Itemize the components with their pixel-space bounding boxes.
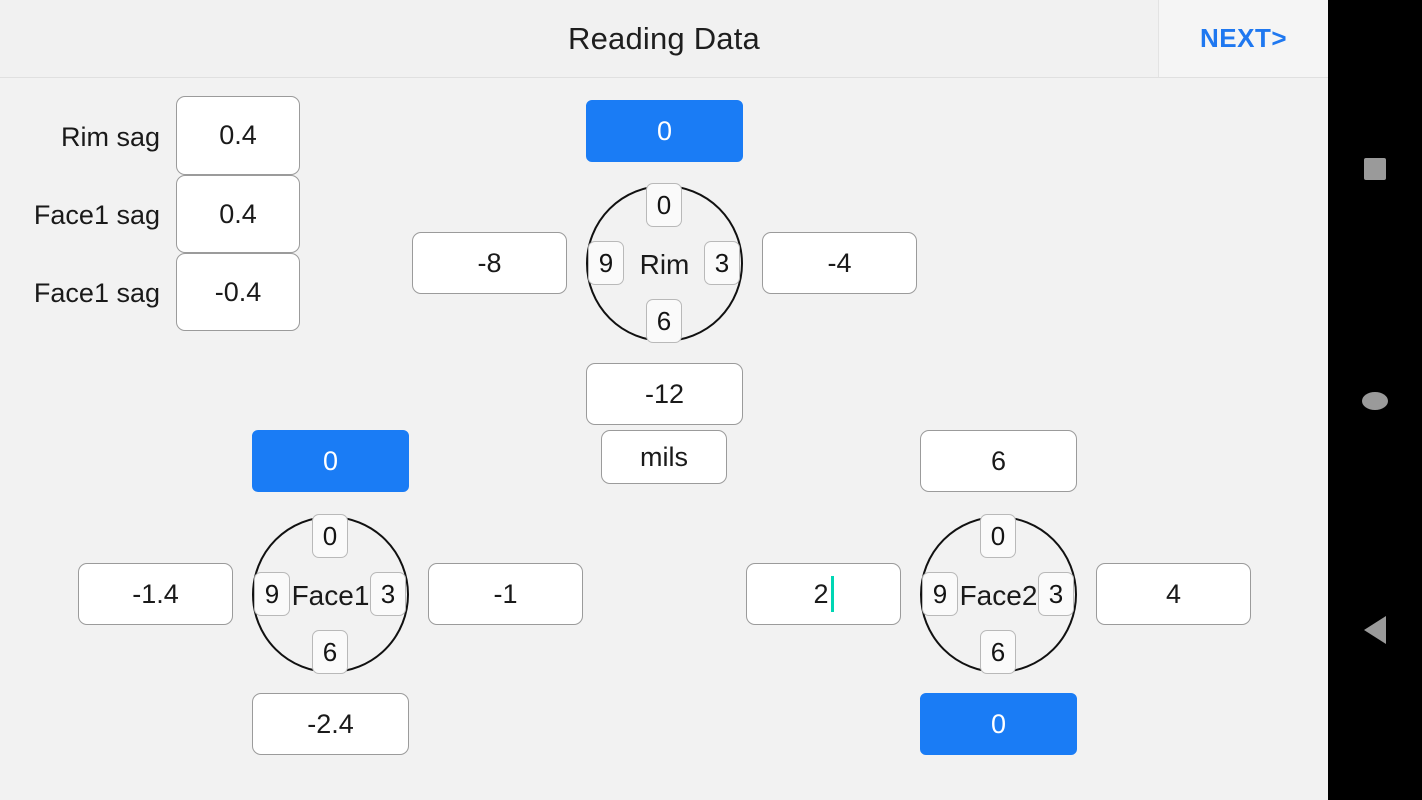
face1-tick-right: 3 bbox=[370, 572, 406, 616]
rim-tick-left: 9 bbox=[588, 241, 624, 285]
face2-top-reading[interactable]: 6 bbox=[920, 430, 1077, 492]
face1-tick-top: 0 bbox=[312, 514, 348, 558]
square-recents-icon[interactable] bbox=[1364, 158, 1386, 180]
rim-top-reading[interactable]: 0 bbox=[586, 100, 743, 162]
face2-tick-top: 0 bbox=[980, 514, 1016, 558]
circle-home-icon[interactable] bbox=[1362, 392, 1388, 410]
next-button[interactable]: NEXT> bbox=[1158, 0, 1328, 77]
face2-bottom-reading[interactable]: 0 bbox=[920, 693, 1077, 755]
face2-left-reading[interactable]: 2 bbox=[746, 563, 901, 625]
face2-tick-bottom: 6 bbox=[980, 630, 1016, 674]
android-navbar bbox=[1328, 0, 1422, 800]
rim-left-reading[interactable]: -8 bbox=[412, 232, 567, 294]
face1-tick-bottom: 6 bbox=[312, 630, 348, 674]
triangle-back-icon[interactable] bbox=[1364, 616, 1386, 644]
face1-sag-input-b[interactable]: -0.4 bbox=[176, 253, 300, 331]
text-caret bbox=[830, 576, 834, 612]
face1-sag-input-a[interactable]: 0.4 bbox=[176, 175, 300, 253]
rim-tick-right: 3 bbox=[704, 241, 740, 285]
units-input[interactable]: mils bbox=[601, 430, 727, 484]
face2-left-reading-value: 2 bbox=[813, 578, 829, 609]
app-header: Reading Data NEXT> bbox=[0, 0, 1328, 78]
rim-tick-bottom: 6 bbox=[646, 299, 682, 343]
rim-tick-top: 0 bbox=[646, 183, 682, 227]
face1-right-reading[interactable]: -1 bbox=[428, 563, 583, 625]
face1-sag-label-a: Face1 sag bbox=[33, 200, 160, 230]
face1-left-reading[interactable]: -1.4 bbox=[78, 563, 233, 625]
page-title: Reading Data bbox=[568, 21, 760, 56]
face1-tick-left: 9 bbox=[254, 572, 290, 616]
face2-tick-left: 9 bbox=[922, 572, 958, 616]
rim-right-reading[interactable]: -4 bbox=[762, 232, 917, 294]
face2-right-reading[interactable]: 4 bbox=[1096, 563, 1251, 625]
face1-top-reading[interactable]: 0 bbox=[252, 430, 409, 492]
rim-sag-label: Rim sag bbox=[60, 122, 160, 152]
rim-bottom-reading[interactable]: -12 bbox=[586, 363, 743, 425]
face1-bottom-reading[interactable]: -2.4 bbox=[252, 693, 409, 755]
app-container: Reading Data NEXT> Rim sag 0.4 Face1 sag… bbox=[0, 0, 1328, 800]
face1-sag-label-b: Face1 sag bbox=[33, 278, 160, 308]
face2-tick-right: 3 bbox=[1038, 572, 1074, 616]
rim-sag-input[interactable]: 0.4 bbox=[176, 96, 300, 175]
